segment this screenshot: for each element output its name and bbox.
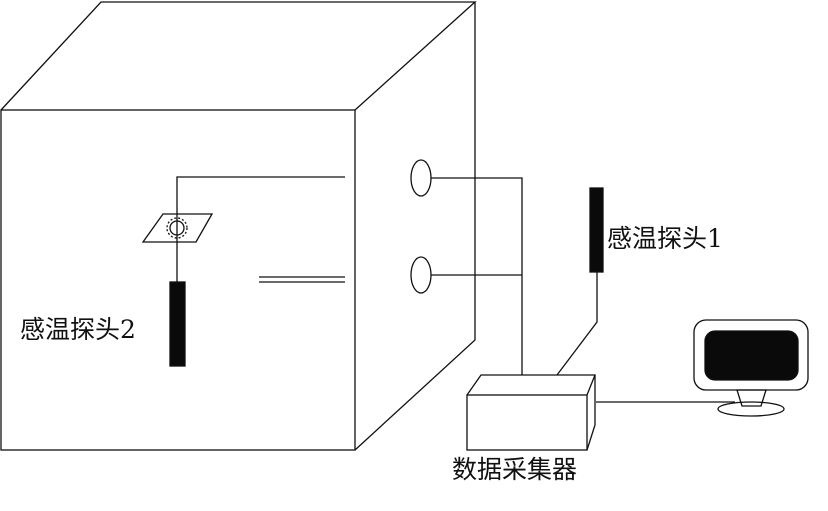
heater-gear-icon [166,217,188,239]
port-upper [410,159,432,197]
chamber-front-face [0,109,356,451]
data-collector-box [466,374,596,451]
probe2-cable [176,176,345,282]
probe2-label: 感温探头2 [20,315,136,344]
holder-plate [141,213,214,243]
probe1-cable [556,272,598,376]
probe2-sensor [169,281,186,367]
chamber-box [0,1,477,451]
chamber-top-face [0,1,477,111]
collector-label: 数据采集器 [452,455,578,484]
monitor-icon [693,319,809,417]
probe1-sensor [589,187,604,273]
cable-upper [431,177,523,375]
probe1-label: 感温探头1 [607,224,723,253]
chamber-right-face [354,2,476,451]
port-lower [410,256,432,294]
